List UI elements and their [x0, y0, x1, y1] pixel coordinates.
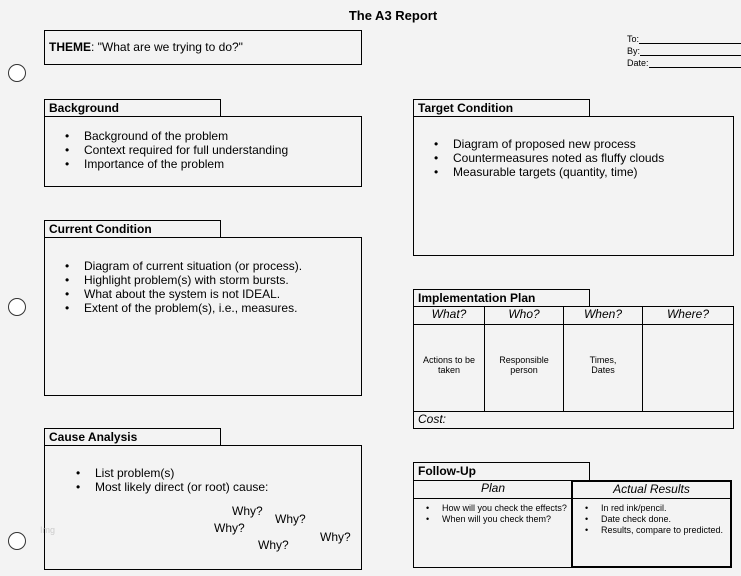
cell-who: Responsible person — [485, 325, 564, 412]
header-who: Who? — [485, 307, 564, 324]
list-item: Diagram of current situation (or process… — [65, 259, 361, 273]
list-item: Extent of the problem(s), i.e., measures… — [65, 301, 361, 315]
follow-up-actual-results: Actual Results In red ink/pencil.Date ch… — [571, 480, 732, 568]
follow-up-title: Follow-Up — [413, 462, 590, 481]
list-item: Results, compare to predicted. — [585, 525, 730, 536]
cause-analysis-title: Cause Analysis — [44, 428, 221, 446]
background-title: Background — [44, 99, 221, 117]
cost-row: Cost: — [414, 411, 733, 428]
target-condition-box: Diagram of proposed new processCounterme… — [413, 116, 734, 256]
list-item: In red ink/pencil. — [585, 503, 730, 514]
actual-results-header: Actual Results — [573, 482, 730, 499]
why-label: Why? — [258, 538, 289, 552]
date-field[interactable]: Date: — [627, 57, 741, 69]
list-item: What about the system is not IDEAL. — [65, 287, 361, 301]
list-item: Context required for full understanding — [65, 143, 361, 157]
header-when: When? — [564, 307, 643, 324]
background-box: Background of the problemContext require… — [44, 116, 362, 187]
watermark: Img — [40, 525, 56, 535]
why-label: Why? — [214, 521, 245, 535]
routing-fields: To: By: Date: — [627, 33, 741, 69]
to-label: To: — [627, 34, 640, 44]
why-label: Why? — [275, 512, 306, 526]
list-item: List problem(s) — [76, 466, 361, 480]
to-line — [639, 33, 741, 44]
implementation-plan-title: Implementation Plan — [413, 289, 590, 307]
by-line — [640, 45, 741, 56]
cell-where — [643, 325, 733, 412]
by-label: By: — [627, 46, 641, 56]
theme-text: : "What are we trying to do?" — [91, 40, 243, 54]
to-field[interactable]: To: — [627, 33, 741, 45]
header-where: Where? — [666, 307, 710, 321]
page-title: The A3 Report — [348, 8, 438, 23]
list-item: Highlight problem(s) with storm bursts. — [65, 273, 361, 287]
cell-when: Times, Dates — [564, 325, 643, 412]
list-item: Date check done. — [585, 514, 730, 525]
header-what: What? — [414, 307, 485, 324]
list-item: Measurable targets (quantity, time) — [434, 165, 733, 179]
list-item: Most likely direct (or root) cause: — [76, 480, 361, 494]
binder-hole — [8, 532, 26, 550]
binder-hole — [8, 298, 26, 316]
cause-analysis-box: List problem(s)Most likely direct (or ro… — [44, 445, 362, 570]
theme-box: THEME: "What are we trying to do?" — [44, 30, 362, 65]
current-condition-title: Current Condition — [44, 220, 221, 238]
follow-up-plan: Plan How will you check the effects?When… — [413, 480, 573, 568]
list-item: Diagram of proposed new process — [434, 137, 733, 151]
cell-what: Actions to be taken — [414, 325, 485, 412]
plan-header: Plan — [414, 481, 572, 499]
by-field[interactable]: By: — [627, 45, 741, 57]
current-condition-box: Diagram of current situation (or process… — [44, 237, 362, 396]
list-item: How will you check the effects? — [426, 503, 572, 514]
list-item: Background of the problem — [65, 129, 361, 143]
why-label: Why? — [320, 530, 351, 544]
date-line — [648, 57, 741, 68]
list-item: Importance of the problem — [65, 157, 361, 171]
list-item: Countermeasures noted as fluffy clouds — [434, 151, 733, 165]
binder-hole — [8, 64, 26, 82]
date-label: Date: — [627, 58, 649, 68]
list-item: When will you check them? — [426, 514, 572, 525]
implementation-plan-table: What? Who? When? Where? Actions to be ta… — [413, 306, 734, 429]
why-label: Why? — [232, 504, 263, 518]
theme-label: THEME — [49, 40, 91, 54]
target-condition-title: Target Condition — [413, 99, 590, 117]
table-header-row: What? Who? When? Where? — [414, 307, 733, 325]
